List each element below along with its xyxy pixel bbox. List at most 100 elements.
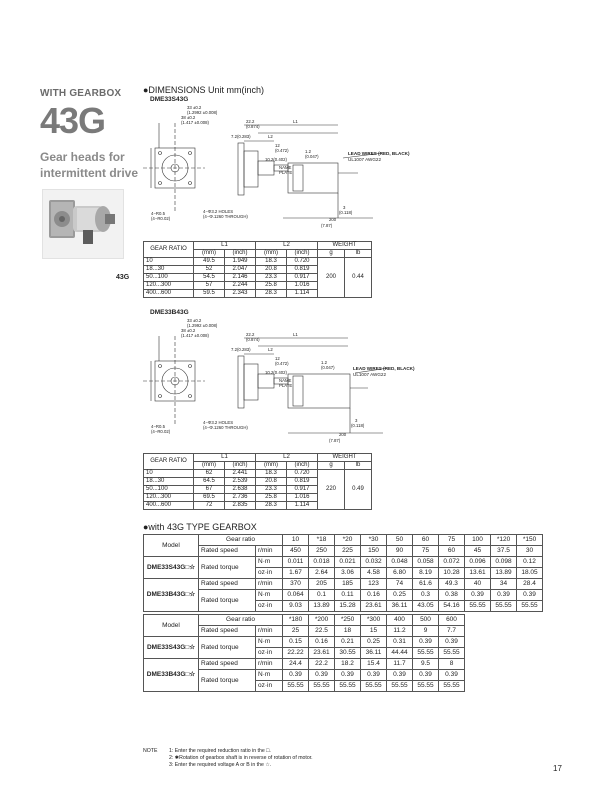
svg-text:7.2(0.283): 7.2(0.283) [231,134,251,139]
rated-speed-label: Rated speed [198,545,256,557]
gear-ratio-value: 50 [386,534,413,546]
speed-value: 18.2 [334,658,361,670]
speed-value: 15 [360,625,387,637]
gear-ratio-value: *20 [334,534,361,546]
rated-torque-label: Rated torque [198,589,256,612]
model-name: DME33B43G□☆ [143,578,199,612]
with-gearbox-label: WITH GEARBOX [40,88,122,99]
speed-value: 9 [412,625,439,637]
torque-ozin-value: 43.05 [412,600,439,612]
unit-label: r/min [255,658,283,670]
drawing-2-label: DME33B43G [150,309,189,316]
svg-text:(0.472): (0.472) [275,148,289,153]
svg-text:22.2: 22.2 [246,332,255,337]
model-description: Gear heads for intermittent drive [40,150,139,180]
unit-label: oz·in [255,680,283,692]
model-name: DME33S43G□☆ [143,556,199,579]
unit-label: r/min [255,625,283,637]
svg-text:PLATE: PLATE [279,383,292,388]
torque-ozin-value: 13.89 [308,600,335,612]
gear-ratio-value: 100 [464,534,491,546]
torque-ozin-value: 54.16 [438,600,465,612]
torque-ozin-value: 36.11 [386,600,413,612]
gear-ratio-value: *120 [490,534,517,546]
torque-ozin-value: 22.22 [282,647,309,659]
speed-value: 74 [386,578,413,590]
svg-text:4−R0.5: 4−R0.5 [151,211,166,216]
gear-ratio-header: Gear ratio [198,614,283,626]
speed-value: 7.7 [438,625,465,637]
rated-speed-label: Rated speed [198,578,256,590]
torque-nm-value: 0.16 [360,589,387,601]
speed-value: 205 [308,578,335,590]
torque-nm-value: 0.39 [386,669,413,681]
svg-text:(7.87): (7.87) [329,438,341,443]
svg-text:L2: L2 [268,347,273,352]
torque-nm-value: 0.098 [490,556,517,568]
torque-nm-value: 0.072 [438,556,465,568]
note-label: NOTE [143,748,158,754]
torque-ozin-value: 44.44 [386,647,413,659]
notes: NOTE 1: Enter the required reduction rat… [143,748,313,769]
gear-ratio-value: 500 [412,614,439,626]
model-name: DME33S43G□☆ [143,636,199,659]
gear-ratio-header: Gear ratio [198,534,283,546]
speed-value: 225 [334,545,361,557]
speed-value: 15.4 [360,658,387,670]
torque-nm-value: 0.032 [360,556,387,568]
speed-value: 34 [490,578,517,590]
torque-ozin-value: 4.58 [360,567,387,579]
torque-nm-value: 0.39 [308,669,335,681]
dimension-table-1: GEAR RATIO L1 L2 WEIGHT (mm) (inch) (mm)… [143,241,372,298]
svg-text:(4−R0.02): (4−R0.02) [151,429,171,434]
dimension-table-2: GEAR RATIO L1 L2 WEIGHT (mm) (inch) (mm)… [143,453,372,510]
unit-label: N·m [255,589,283,601]
gear-ratio-value: *300 [360,614,387,626]
speed-value: 150 [360,545,387,557]
speed-value: 40 [464,578,491,590]
speed-value: 61.6 [412,578,439,590]
svg-text:(0.118): (0.118) [351,423,365,428]
unit-label: r/min [255,578,283,590]
torque-ozin-value: 13.89 [490,567,517,579]
svg-text:L1: L1 [293,332,298,337]
drawing-1: 33 ±0.2 (1.2992 ±0.008) 38 ±0.2 (1.417 ±… [143,105,410,228]
torque-nm-value: 0.1 [308,589,335,601]
svg-text:(4−R0.02): (4−R0.02) [151,216,171,221]
torque-nm-value: 0.39 [438,669,465,681]
torque-ozin-value: 55.55 [386,680,413,692]
svg-text:UL1007 AWG22: UL1007 AWG22 [353,372,386,377]
svg-text:(1.2992 ±0.008): (1.2992 ±0.008) [187,110,218,115]
unit-label: N·m [255,669,283,681]
svg-text:4−Φ3.2 HOLES: 4−Φ3.2 HOLES [203,209,233,214]
torque-nm-value: 0.058 [412,556,439,568]
torque-nm-value: 0.011 [282,556,309,568]
torque-nm-value: 0.16 [308,636,335,648]
torque-nm-value: 0.39 [490,589,517,601]
torque-nm-value: 0.38 [438,589,465,601]
torque-nm-value: 0.3 [412,589,439,601]
page-number: 17 [553,764,562,773]
product-photo [42,189,124,259]
unit-label: N·m [255,556,283,568]
torque-nm-value: 0.064 [282,589,309,601]
svg-text:1.2: 1.2 [305,149,312,154]
torque-nm-value: 0.12 [516,556,543,568]
svg-text:33 ±0.2: 33 ±0.2 [187,105,202,110]
svg-text:(0.118): (0.118) [339,210,353,215]
torque-nm-value: 0.25 [360,636,387,648]
speed-value: 123 [360,578,387,590]
torque-ozin-value: 55.55 [464,600,491,612]
torque-ozin-value: 55.55 [334,680,361,692]
